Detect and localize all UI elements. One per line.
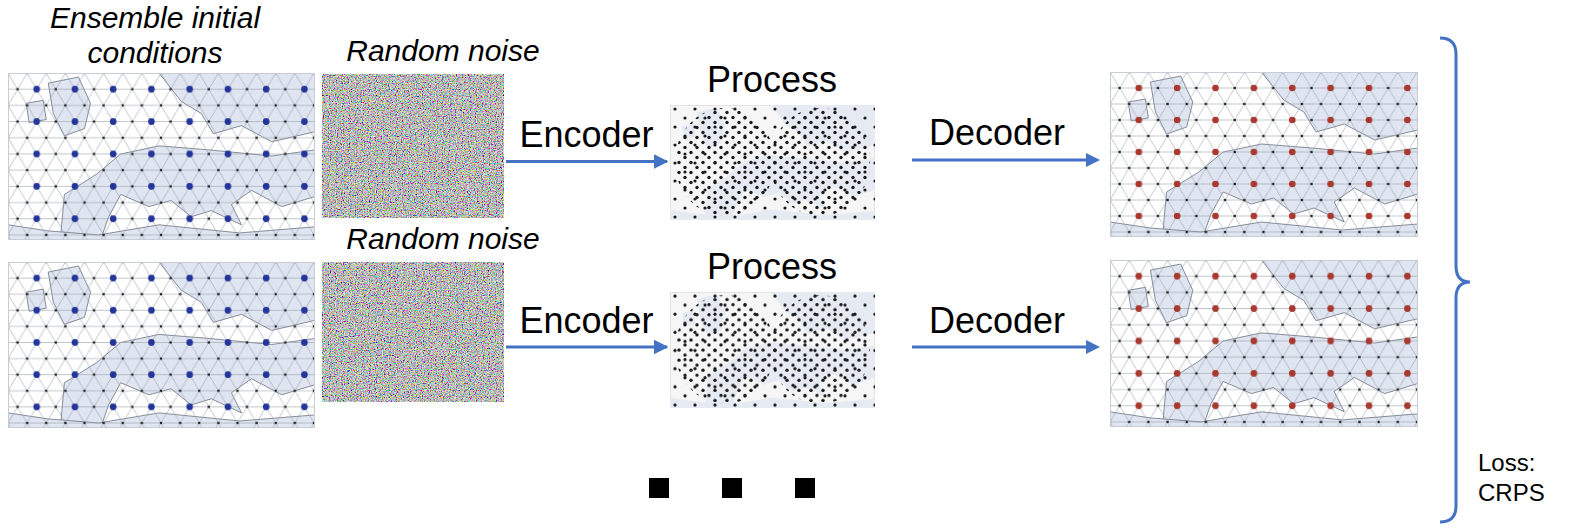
decoder-arrow	[912, 153, 1100, 167]
input-map	[8, 262, 315, 428]
process-mesh	[670, 292, 875, 408]
noise-image-node: Random noise	[322, 262, 504, 402]
node-heading: Process	[707, 59, 837, 100]
process-mesh	[670, 105, 875, 220]
input-map	[8, 73, 315, 240]
encoder-arrow	[506, 160, 667, 163]
decoder-label: Decoder	[929, 112, 1065, 153]
node-heading: Random noise	[346, 34, 539, 69]
process-node: Process	[670, 292, 875, 408]
node-heading: Random noise	[346, 222, 539, 257]
node-heading: Process	[707, 246, 837, 287]
ellipsis-squares	[649, 478, 815, 498]
output-map	[1110, 260, 1418, 427]
encoder-label: Encoder	[519, 114, 653, 155]
process-node: Process	[670, 105, 875, 220]
curly-bracket	[1440, 38, 1470, 522]
loss-label: Loss: CRPS	[1478, 448, 1558, 508]
decoder-label: Decoder	[929, 300, 1065, 341]
ensemble-label: Ensemble initial conditions	[5, 0, 305, 70]
noise-image-node: Random noise	[322, 74, 504, 218]
output-map	[1110, 72, 1418, 237]
encoder-label: Encoder	[519, 300, 653, 341]
encoder-arrow	[506, 346, 667, 349]
noise-image	[322, 74, 504, 218]
noise-image	[322, 262, 504, 402]
decoder-arrow	[912, 340, 1100, 354]
